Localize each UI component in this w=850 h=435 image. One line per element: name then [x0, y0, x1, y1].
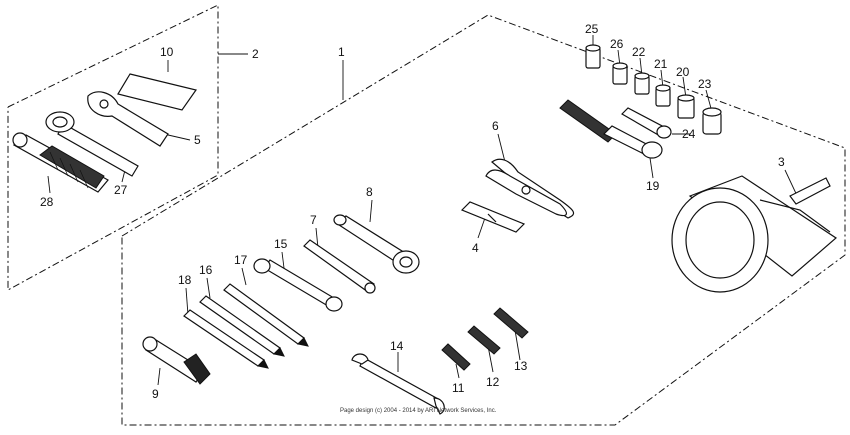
- callout-22: 22: [632, 45, 646, 59]
- callout-9: 9: [152, 387, 159, 401]
- pin-part-13: [493, 307, 529, 339]
- screwdriver-part-16: [199, 295, 285, 357]
- callout-11: 11: [452, 381, 465, 395]
- wrench-part-15: [253, 258, 343, 312]
- callout-10: 10: [160, 45, 174, 59]
- callout-26: 26: [610, 37, 624, 51]
- box-wrench-part-27: [45, 111, 139, 177]
- strip-part-10: [117, 73, 197, 111]
- callout-5: 5: [194, 133, 201, 147]
- callout-27: 27: [114, 183, 128, 197]
- callout-17: 17: [234, 253, 248, 267]
- plate-part-4: [460, 201, 526, 233]
- socket-part-23: [702, 107, 722, 135]
- adapter-part-24: [621, 107, 672, 139]
- pin-part-11: [441, 343, 471, 371]
- handle-part-9: [142, 336, 211, 385]
- callout-8: 8: [366, 185, 373, 199]
- callout-14: 14: [390, 339, 404, 353]
- callout-12: 12: [486, 375, 500, 389]
- pliers-part-6: [485, 158, 575, 219]
- callout-16: 16: [199, 263, 213, 277]
- callout-labels: 2 1 10 5 27 28 6 3 4 8 7 15 17 16 18 9 1…: [40, 22, 785, 401]
- socket-part-21: [655, 84, 671, 107]
- callout-25: 25: [585, 22, 599, 36]
- pin-part-12: [467, 325, 501, 355]
- callout-18: 18: [178, 273, 192, 287]
- copyright-notice: Page design (c) 2004 - 2014 by ARI Netwo…: [340, 408, 497, 414]
- socket-part-20: [677, 94, 695, 119]
- callout-28: 28: [40, 195, 54, 209]
- callout-19: 19: [646, 179, 660, 193]
- screwdriver-part-17: [223, 283, 309, 347]
- socket-part-22: [634, 72, 650, 95]
- callout-15: 15: [274, 237, 288, 251]
- kit-2-boundary: [7, 4, 219, 291]
- rod-part-7: [303, 239, 376, 294]
- callout-3: 3: [778, 155, 785, 169]
- ratchet-part-19: [559, 99, 663, 159]
- callout-20: 20: [676, 65, 690, 79]
- wrench-part-14: [351, 353, 445, 415]
- hook-spanner-part-5: [87, 91, 169, 147]
- callout-23: 23: [698, 77, 712, 91]
- socket-part-25: [585, 44, 601, 69]
- socket-part-26: [612, 62, 628, 85]
- callout-13: 13: [514, 359, 528, 373]
- extension-part-8: [333, 214, 420, 274]
- callout-2: 2: [252, 47, 259, 61]
- callout-7: 7: [310, 213, 317, 227]
- callout-21: 21: [654, 57, 668, 71]
- tool-bag-part-3: [671, 175, 837, 293]
- handle-part-28: [12, 132, 109, 193]
- kit-1-boundary: [121, 14, 846, 426]
- callout-1: 1: [338, 45, 345, 59]
- callout-24: 24: [682, 127, 696, 141]
- screwdriver-part-18: [183, 309, 269, 369]
- callout-6: 6: [492, 119, 499, 133]
- callout-4: 4: [472, 241, 479, 255]
